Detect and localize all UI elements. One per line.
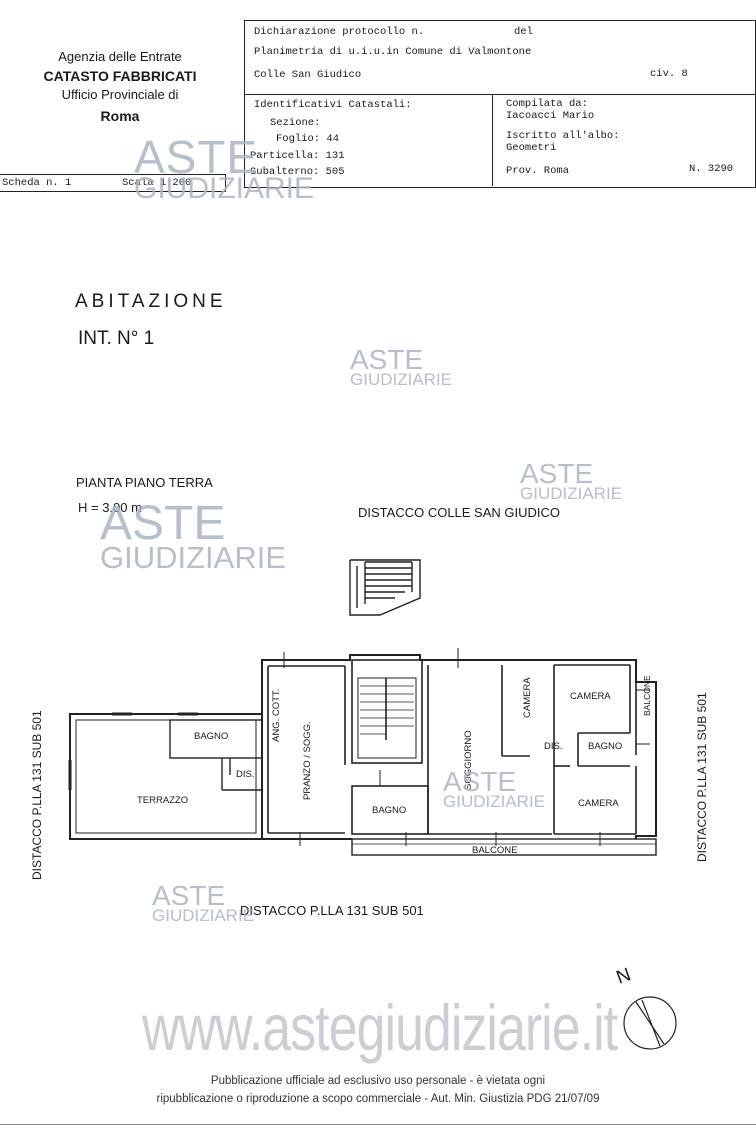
identifiers-divider (492, 94, 493, 186)
external-stair (349, 559, 421, 616)
scheda-box (0, 174, 226, 192)
page-title: ABITAZIONE (75, 291, 227, 312)
room-terrazzo: TERRAZZO (137, 795, 189, 806)
subalterno-text: Subalterno: 505 (250, 166, 345, 178)
agency-catasto: CATASTO FABBRICATI (43, 68, 197, 84)
room-bagno-mid: BAGNO (372, 805, 407, 816)
watermark-aste: ASTE (350, 344, 424, 375)
watermark-aste: ASTE (134, 131, 259, 183)
room-balcone-bottom: BALCONE (472, 845, 518, 856)
distacco-top-label: DISTACCO COLLE SAN GIUDICO (358, 505, 561, 520)
watermark-logo-5: ASTE GIUDIZIARIE (443, 766, 546, 811)
watermark-logo-6: ASTE GIUDIZIARIE (152, 880, 255, 925)
address-text: Colle San Giudico (254, 69, 362, 81)
watermark-url: www.astegiudiziarie.it (142, 992, 618, 1065)
room-balcone-side: BALCONE (642, 675, 652, 716)
room-bagno-right: BAGNO (588, 741, 623, 752)
watermark-giudiziarie: GIUDIZIARIE (100, 540, 287, 575)
iscritto-label: Iscritto all'albo: (506, 130, 620, 142)
left-wing (68, 712, 263, 840)
particella-text: Particella: 131 (250, 150, 345, 162)
footer-line-2: ripubblicazione o riproduzione a scopo c… (156, 1093, 600, 1105)
distacco-bottom-label: DISTACCO P.LLA 131 SUB 501 (240, 903, 424, 918)
scala-label: Scala 1:200 (122, 177, 192, 189)
agency-block: Agenzia delle Entrate CATASTO FABBRICATI… (0, 48, 240, 128)
watermark-logo-4: ASTE GIUDIZIARIE (100, 497, 287, 575)
watermark-aste: ASTE (100, 497, 226, 550)
interno-label: INT. N° 1 (78, 328, 155, 349)
agency-name: Agenzia delle Entrate (58, 49, 182, 64)
agency-city: Roma (100, 108, 140, 124)
civ-text: civ. 8 (650, 68, 688, 80)
numero-text: N. 3290 (689, 163, 734, 175)
bottom-balcony (351, 838, 657, 856)
watermark-giudiziarie: GIUDIZIARIE (520, 484, 623, 503)
protocol-label: Dichiarazione protocollo n. (254, 26, 425, 38)
room-dis-right: DIS. (544, 741, 563, 752)
room-camera-bottom: CAMERA (578, 798, 619, 809)
compass-rose (623, 996, 677, 1050)
main-walls (261, 654, 657, 840)
watermark-aste: ASTE (443, 766, 517, 797)
watermark-logo-3: ASTE GIUDIZIARIE (520, 458, 623, 503)
compiler-name: Iacoacci Mario (506, 110, 595, 122)
room-bagno-left: BAGNO (194, 731, 229, 742)
door-marks (283, 648, 650, 846)
compilata-label: Compilata da: (506, 98, 588, 110)
footer-notice: Pubblicazione ufficiale ad esclusivo uso… (0, 1072, 756, 1108)
room-dis-left: DIS. (236, 769, 255, 780)
height-label: H = 3.00 m (78, 500, 142, 515)
room-camera-top: CAMERA (570, 691, 611, 702)
room-camera-small: CAMERA (522, 677, 533, 718)
identifiers-title: Identificativi Catastali: (254, 99, 412, 111)
sezione-text: Sezione: (270, 117, 321, 129)
watermark-logo-1: ASTE GIUDIZIARIE (134, 134, 314, 204)
watermark-logo-2: ASTE GIUDIZIARIE (350, 344, 453, 389)
watermark-aste: ASTE (520, 458, 594, 489)
foglio-text: Foglio: 44 (276, 133, 340, 145)
room-ang-cott: ANG. COTT. (271, 688, 282, 742)
watermark-giudiziarie: GIUDIZIARIE (134, 172, 315, 205)
floor-label: PIANTA PIANO TERRA (76, 475, 213, 490)
footer-rule (0, 1124, 756, 1125)
inner-walls (267, 659, 637, 835)
footer-line-1: Pubblicazione ufficiale ad esclusivo uso… (210, 1075, 546, 1087)
agency-ufficio: Ufficio Provinciale di (61, 87, 179, 102)
room-pranzo: PRANZO / SOGG. (302, 721, 313, 800)
watermark-giudiziarie: GIUDIZIARIE (443, 792, 546, 811)
watermark-giudiziarie: GIUDIZIARIE (350, 370, 453, 389)
scheda-label: Scheda n. 1 (2, 177, 72, 189)
watermark-aste: ASTE (152, 880, 226, 911)
planimetria-text: Planimetria di u.i.u.in Comune di Valmon… (254, 46, 532, 58)
protocol-del: del (514, 26, 533, 38)
declaration-divider (244, 94, 755, 95)
watermark-giudiziarie: GIUDIZIARIE (152, 906, 255, 925)
prov-text: Prov. Roma (506, 165, 570, 177)
albo-text: Geometri (506, 142, 557, 154)
